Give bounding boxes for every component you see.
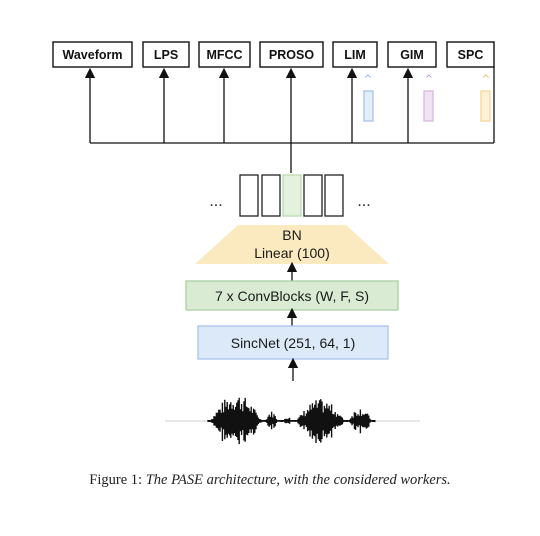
worker-connectors xyxy=(84,67,495,173)
embedding-frame-current xyxy=(282,174,302,217)
worker-spc: SPC xyxy=(446,41,495,68)
bn-label: BN xyxy=(282,227,301,243)
svg-text:^: ^ xyxy=(425,74,433,85)
gim-chunk-indicator: ^ xyxy=(423,74,434,122)
worker-waveform: Waveform xyxy=(52,41,133,68)
ellipsis-right: ... xyxy=(357,193,370,210)
worker-spc-label: SPC xyxy=(458,48,484,62)
worker-gim: GIM xyxy=(387,41,437,68)
worker-lim: LIM xyxy=(332,41,378,68)
speech-waveform xyxy=(165,397,420,445)
svg-text:^: ^ xyxy=(482,74,490,85)
worker-lps-label: LPS xyxy=(154,48,178,62)
caption-text: The PASE architecture, with the consider… xyxy=(145,472,451,488)
worker-lps: LPS xyxy=(142,41,190,68)
embedding-frame xyxy=(261,174,281,217)
caption-label: Figure 1: xyxy=(89,472,143,488)
bn-linear-block: BN Linear (100) xyxy=(195,225,389,264)
sincnet-block: SincNet (251, 64, 1) xyxy=(197,325,389,360)
linear-label: Linear (100) xyxy=(254,245,330,261)
lim-chunk-indicator: ^ xyxy=(363,74,374,122)
spc-chunk-indicator: ^ xyxy=(480,74,491,122)
ellipsis-left: ... xyxy=(209,193,222,210)
svg-text:^: ^ xyxy=(364,74,372,85)
worker-proso-label: PROSO xyxy=(269,48,314,62)
embedding-frame xyxy=(324,174,344,217)
embedding-frame xyxy=(303,174,323,217)
worker-mfcc: MFCC xyxy=(198,41,251,68)
convblocks-block: 7 x ConvBlocks (W, F, S) xyxy=(185,280,399,311)
sincnet-label: SincNet (251, 64, 1) xyxy=(231,335,356,351)
figure-caption: Figure 1: The PASE architecture, with th… xyxy=(0,472,540,489)
worker-gim-label: GIM xyxy=(400,48,424,62)
convblocks-label: 7 x ConvBlocks (W, F, S) xyxy=(215,288,369,304)
worker-waveform-label: Waveform xyxy=(63,48,123,62)
worker-lim-label: LIM xyxy=(344,48,366,62)
worker-mfcc-label: MFCC xyxy=(206,48,242,62)
embedding-frame xyxy=(239,174,259,217)
worker-proso: PROSO xyxy=(259,41,324,68)
embedding-frames: ... ... xyxy=(209,174,371,217)
